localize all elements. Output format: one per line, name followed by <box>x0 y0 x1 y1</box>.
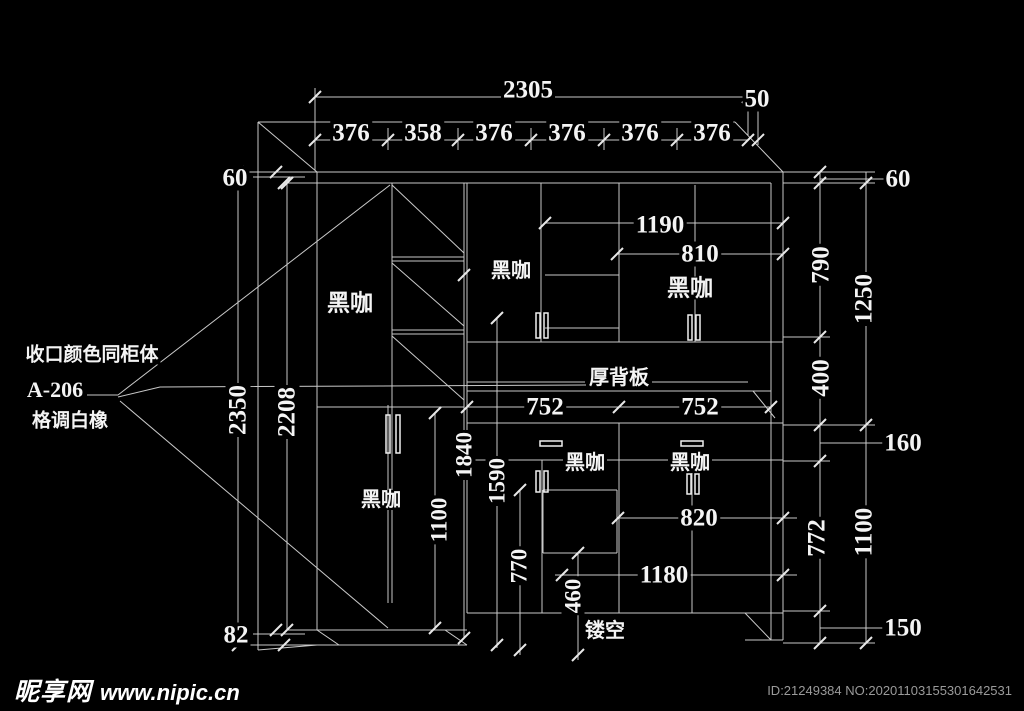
dim-752-left: 752 <box>524 393 566 421</box>
dim-right-1250: 1250 <box>850 272 878 326</box>
upper-mid-handle-right <box>543 312 549 339</box>
dim-col-358: 358 <box>402 119 444 147</box>
watermark: 昵享网 www.nipic.cn <box>14 672 240 708</box>
dimension-lines <box>87 88 885 660</box>
dim-right-1100: 1100 <box>850 505 878 559</box>
dim-left-60: 60 <box>220 164 250 192</box>
note-line2: A-206 <box>24 377 86 402</box>
lower-left-door-handle-a <box>535 470 541 493</box>
watermark-url: www.nipic.cn <box>100 680 240 705</box>
dim-1180: 1180 <box>637 561 691 589</box>
back-panel-label: 厚背板 <box>587 367 651 389</box>
dim-820: 820 <box>678 504 720 532</box>
dim-right-150: 150 <box>882 614 924 642</box>
lower-right-door-handle-a <box>686 473 692 495</box>
dim-col-376-3: 376 <box>546 119 588 147</box>
wardrobe-door-handle-left <box>385 414 391 454</box>
upper-right-handle-right <box>695 314 701 341</box>
dim-col-376-4: 376 <box>619 119 661 147</box>
dim-col-376-2: 376 <box>473 119 515 147</box>
dim-top-50: 50 <box>742 85 772 113</box>
lower-left-door-handle-b <box>543 470 549 493</box>
dim-overall-width: 2305 <box>501 76 555 104</box>
finish-label-wardrobe-door: 黑咖 <box>359 489 403 511</box>
dim-left-82: 82 <box>221 621 251 649</box>
upper-right-handle-left <box>687 314 693 341</box>
wardrobe-door-handle-right <box>395 414 401 454</box>
dim-752-right: 752 <box>679 393 721 421</box>
dim-col-376-5: 376 <box>691 119 733 147</box>
note-line1: 收口颜色同柜体 <box>23 344 161 366</box>
drawer-handle-right <box>680 440 704 447</box>
handles <box>385 312 704 495</box>
hollow-label: 镂空 <box>583 620 627 642</box>
note-line3: 格调白橡 <box>29 410 111 432</box>
dim-770: 770 <box>506 546 532 586</box>
dim-left-2208: 2208 <box>273 385 301 439</box>
dim-right-772: 772 <box>803 517 831 559</box>
dim-1840: 1840 <box>451 430 477 480</box>
dim-col-376-1: 376 <box>330 119 372 147</box>
dim-left-2350: 2350 <box>224 383 252 437</box>
dim-right-790: 790 <box>807 244 835 286</box>
finish-label-upper-mid: 黑咖 <box>489 260 533 282</box>
finish-label-lower-right: 黑咖 <box>668 452 712 474</box>
upper-mid-handle-left <box>535 312 541 339</box>
dim-right-60: 60 <box>883 165 913 193</box>
lower-right-door-handle-b <box>694 473 700 495</box>
dim-1590: 1590 <box>484 456 510 506</box>
finish-label-lower-left: 黑咖 <box>563 452 607 474</box>
dim-right-400: 400 <box>807 357 835 399</box>
dim-460: 460 <box>560 576 586 616</box>
watermark-site-name: 昵享网 <box>14 678 93 706</box>
finish-label-upper-right: 黑咖 <box>665 274 715 301</box>
image-id-text: ID:21249384 NO:20201103155301642531 <box>767 683 1012 698</box>
dim-1100-mid: 1100 <box>426 495 452 545</box>
dim-1190: 1190 <box>633 211 687 239</box>
dim-right-160: 160 <box>882 429 924 457</box>
drawer-handle-left <box>539 440 563 447</box>
finish-label-wardrobe-top: 黑咖 <box>325 289 375 316</box>
dim-810: 810 <box>679 240 721 268</box>
